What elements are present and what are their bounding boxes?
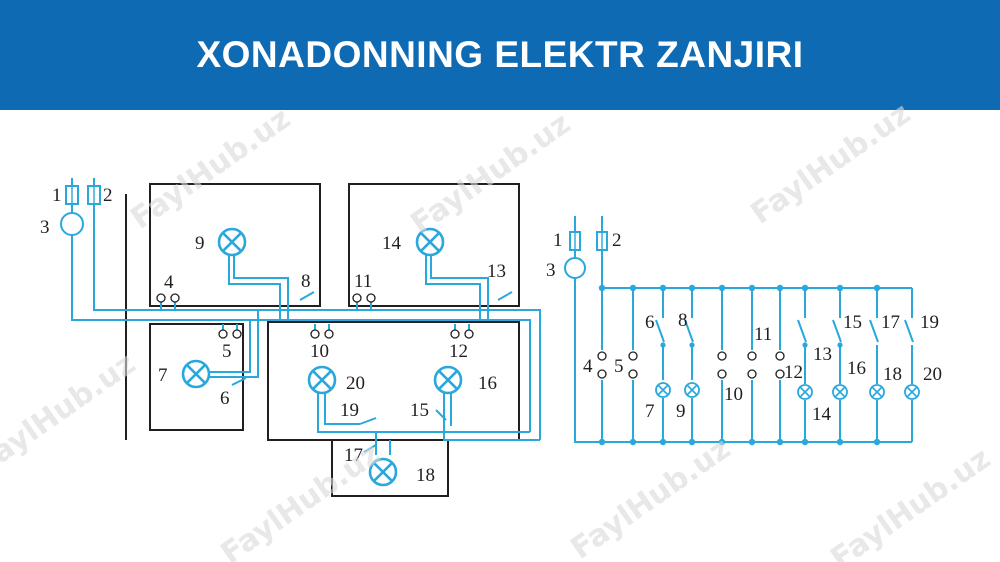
schematic-nodes	[598, 284, 881, 446]
watermark-5: FaylHub.uz	[215, 436, 387, 562]
label-12: 12	[449, 341, 468, 362]
sch-label-1: 1	[553, 230, 563, 251]
sch-label-7: 7	[645, 401, 655, 422]
schematic-meter-3	[564, 257, 586, 279]
watermark-4: FaylHub.uz	[0, 346, 142, 481]
sch-label-8: 8	[678, 310, 688, 331]
label-5: 5	[222, 341, 232, 362]
room-top-left	[149, 183, 321, 307]
sockets	[156, 293, 474, 339]
label-9: 9	[195, 233, 205, 254]
label-20: 20	[346, 373, 365, 394]
sch-label-10: 10	[724, 384, 743, 405]
label-13: 13	[487, 261, 506, 282]
floor-plan: 1 2 3 4 5 6 7 8 9 10 11 12 13 14 15 16 1…	[40, 178, 541, 497]
floor-plan-wiring	[71, 178, 541, 455]
page-title: XONADONNING ELEKTR ZANJIRI	[196, 34, 804, 75]
sch-label-3: 3	[546, 260, 556, 281]
label-16: 16	[478, 373, 497, 394]
label-1: 1	[52, 185, 62, 206]
sch-label-4: 4	[583, 356, 593, 377]
label-11: 11	[354, 271, 372, 292]
title-banner: XONADONNING ELEKTR ZANJIRI	[0, 0, 1000, 110]
label-18: 18	[416, 465, 435, 486]
sch-label-11: 11	[754, 324, 772, 345]
sch-label-14: 14	[812, 404, 832, 425]
watermark-7: FaylHub.uz	[825, 441, 997, 562]
floor-plan-labels: 1 2 3 4 5 6 7 8 9 10 11 12 13 14 15 16 1…	[40, 185, 506, 486]
sch-label-18: 18	[883, 364, 902, 385]
sch-label-5: 5	[614, 356, 624, 377]
sch-label-9: 9	[676, 401, 686, 422]
label-2: 2	[103, 185, 113, 206]
sch-label-16: 16	[847, 358, 866, 379]
label-6: 6	[220, 388, 230, 409]
watermark-2: FaylHub.uz	[405, 106, 577, 241]
schematic-sockets	[597, 351, 785, 379]
watermark-1: FaylHub.uz	[125, 101, 297, 236]
schematic-wiring	[574, 216, 914, 443]
sch-label-13: 13	[813, 344, 832, 365]
label-8: 8	[301, 271, 311, 292]
label-4: 4	[164, 272, 174, 293]
schematic: 1 2 3 4 5 6 7 8 9 10 11 12 13 14 15 16 1…	[546, 216, 942, 446]
walls	[125, 183, 520, 497]
watermark-6: FaylHub.uz	[565, 431, 737, 562]
sch-label-19: 19	[920, 312, 939, 333]
schematic-lamps	[655, 382, 920, 400]
sch-label-2: 2	[612, 230, 622, 251]
watermark-3: FaylHub.uz	[745, 96, 917, 231]
label-14: 14	[382, 233, 402, 254]
schematic-meter-fuses	[564, 231, 608, 279]
meter-3	[60, 212, 84, 236]
sch-label-20: 20	[923, 364, 942, 385]
meter-and-fuses	[60, 185, 101, 236]
sch-label-15: 15	[843, 312, 862, 333]
label-17: 17	[344, 445, 363, 466]
sch-label-6: 6	[645, 312, 655, 333]
room-top-right	[348, 183, 520, 307]
label-10: 10	[310, 341, 329, 362]
sch-label-17: 17	[881, 312, 900, 333]
label-3: 3	[40, 217, 50, 238]
label-7: 7	[158, 365, 168, 386]
label-15: 15	[410, 400, 429, 421]
label-19: 19	[340, 400, 359, 421]
schematic-labels: 1 2 3 4 5 6 7 8 9 10 11 12 13 14 15 16 1…	[546, 230, 942, 425]
sch-label-12: 12	[784, 362, 803, 383]
